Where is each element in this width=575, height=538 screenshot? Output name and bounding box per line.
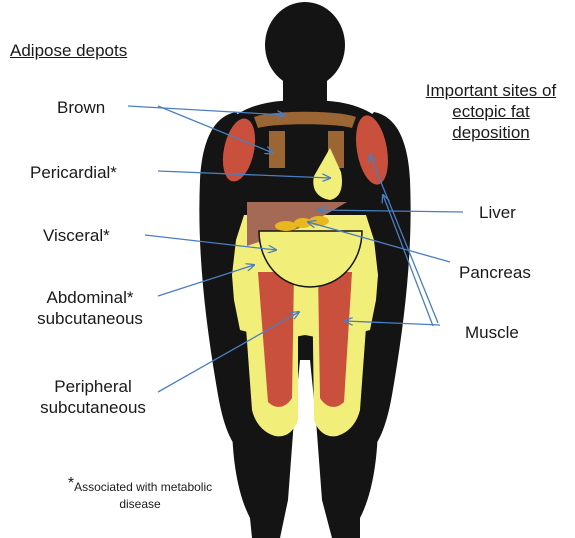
footnote: *Associated with metabolic disease <box>40 478 240 513</box>
brown-fat-left-bar <box>269 131 285 168</box>
label-peripheral-line2: subcutaneous <box>23 397 163 418</box>
footnote-text-line2: disease <box>40 496 240 513</box>
footnote-line1: *Associated with metabolic <box>40 478 240 496</box>
label-brown: Brown <box>57 97 105 118</box>
label-abdominal-line1: Abdominal* <box>20 287 160 308</box>
label-pancreas: Pancreas <box>459 262 531 283</box>
label-muscle: Muscle <box>465 322 519 343</box>
ectopic-heading-line2: ectopic fat <box>412 101 570 122</box>
label-peripheral-subcutaneous: Peripheral subcutaneous <box>23 376 163 418</box>
label-liver: Liver <box>479 202 516 223</box>
label-abdominal-subcutaneous: Abdominal* subcutaneous <box>20 287 160 329</box>
label-pericardial: Pericardial* <box>30 162 117 183</box>
ectopic-heading-line1: Important sites of <box>412 80 570 101</box>
adipose-depots-heading: Adipose depots <box>10 40 127 61</box>
label-visceral: Visceral* <box>43 225 110 246</box>
label-peripheral-line1: Peripheral <box>23 376 163 397</box>
ectopic-heading-line3: deposition <box>412 122 570 143</box>
label-abdominal-line2: subcutaneous <box>20 308 160 329</box>
footnote-text-line1: Associated with metabolic <box>74 480 212 494</box>
footnote-asterisk: * <box>68 475 74 492</box>
ectopic-fat-heading: Important sites of ectopic fat depositio… <box>412 80 570 143</box>
head <box>265 2 345 88</box>
